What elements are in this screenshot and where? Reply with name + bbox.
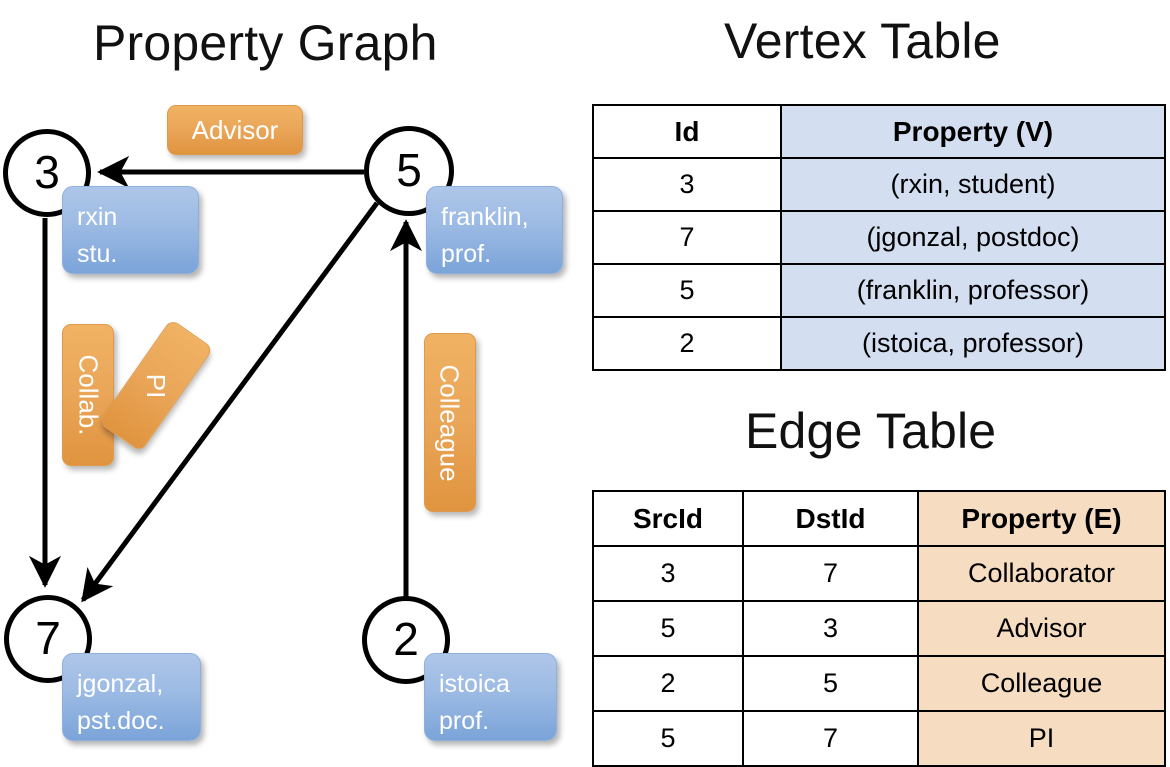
node-property-line-1: rxin (77, 203, 118, 231)
node-id-label: 5 (396, 143, 422, 196)
cell-dstid: 7 (742, 710, 919, 767)
cell-dstid: 7 (742, 545, 919, 602)
node-id-label: 2 (393, 612, 419, 665)
edge-label-text: PI (140, 373, 171, 398)
section-title-vertex-table: Vertex Table (724, 13, 1001, 69)
column-header-property-e: Property (E) (917, 490, 1166, 547)
cell-dstid: 5 (742, 655, 919, 712)
table-header-row: SrcId DstId Property (E) (592, 490, 1166, 547)
edge-label-collab: Collab. (62, 324, 114, 466)
cell-property: (istoica, professor) (780, 316, 1166, 371)
edge-table: SrcId DstId Property (E) 3 7 Collaborato… (592, 490, 1166, 767)
column-header-id: Id (592, 104, 782, 159)
graph-node-5[interactable]: 5 (364, 126, 454, 216)
cell-property: Advisor (917, 600, 1166, 657)
node-property-box-3: rxin stu. (62, 186, 199, 274)
node-property-box-7: jgonzal, pst.doc. (62, 653, 201, 741)
cell-id: 5 (592, 263, 782, 318)
cell-property: (franklin, professor) (780, 263, 1166, 318)
node-property-line-2: pst.doc. (77, 707, 165, 735)
table-row: 2 5 Colleague (592, 655, 1166, 712)
cell-dstid: 3 (742, 600, 919, 657)
column-header-property-v: Property (V) (780, 104, 1166, 159)
vertex-table: Id Property (V) 3 (rxin, student) 7 (jgo… (592, 104, 1166, 371)
node-property-line-2: prof. (441, 240, 492, 268)
node-property-line-2: prof. (439, 707, 490, 735)
table-row: 3 7 Collaborator (592, 545, 1166, 602)
page-title-property-graph: Property Graph (93, 15, 438, 71)
cell-property: Colleague (917, 655, 1166, 712)
node-property-box-2: istoica prof. (424, 653, 557, 741)
section-title-edge-table: Edge Table (745, 403, 997, 459)
edge-label-text: Collab. (73, 354, 103, 436)
node-property-line-2: stu. (77, 240, 118, 268)
edge-label-advisor: Advisor (167, 105, 303, 155)
edge-5-to-7 (80, 201, 380, 603)
cell-srcid: 5 (592, 710, 744, 767)
node-id-label: 3 (34, 145, 60, 198)
table-header-row: Id Property (V) (592, 104, 1166, 159)
table-row: 7 (jgonzal, postdoc) (592, 210, 1166, 265)
cell-property: (jgonzal, postdoc) (780, 210, 1166, 265)
node-property-line-1: franklin, (441, 203, 529, 231)
column-header-srcid: SrcId (592, 490, 744, 547)
cell-id: 2 (592, 316, 782, 371)
column-header-dstid: DstId (742, 490, 919, 547)
cell-property: PI (917, 710, 1166, 767)
table-row: 5 7 PI (592, 710, 1166, 767)
cell-property: Collaborator (917, 545, 1166, 602)
cell-srcid: 3 (592, 545, 744, 602)
table-row: 3 (rxin, student) (592, 157, 1166, 212)
cell-id: 7 (592, 210, 782, 265)
cell-property: (rxin, student) (780, 157, 1166, 212)
graph-edges-svg (28, 155, 423, 603)
node-id-label: 7 (35, 611, 61, 664)
node-property-line-1: jgonzal, (77, 670, 164, 698)
cell-id: 3 (592, 157, 782, 212)
table-row: 2 (istoica, professor) (592, 316, 1166, 371)
edge-label-text: Advisor (191, 115, 279, 145)
node-property-box-5: franklin, prof. (426, 186, 563, 274)
property-graph-diagram: 3 5 7 2 rxin stu. franklin, prof. jgonza… (0, 0, 585, 760)
cell-srcid: 5 (592, 600, 744, 657)
graph-node-2[interactable]: 2 (362, 596, 450, 684)
cell-srcid: 2 (592, 655, 744, 712)
edge-label-text: Colleague (435, 363, 465, 482)
edge-label-colleague: Colleague (424, 333, 476, 512)
node-property-line-1: istoica (439, 670, 510, 698)
table-row: 5 (franklin, professor) (592, 263, 1166, 318)
table-row: 5 3 Advisor (592, 600, 1166, 657)
